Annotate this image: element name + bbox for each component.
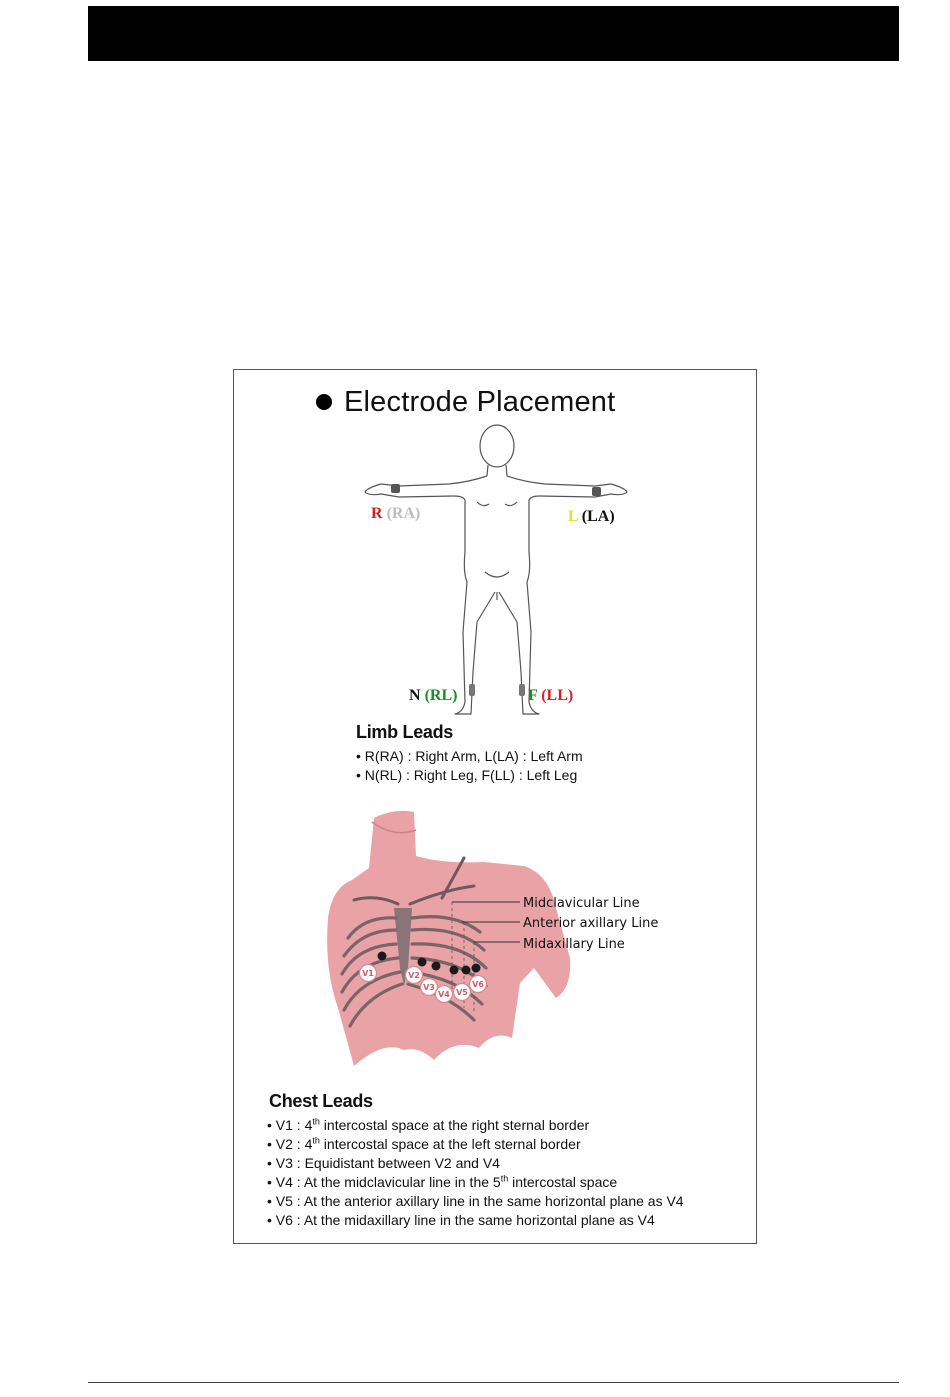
midaxillary-line-label: Midaxillary Line xyxy=(523,937,625,952)
label-n-rl: N (RL) xyxy=(409,687,458,704)
label-f-ll: F (LL) xyxy=(528,687,574,704)
list-item: V6 : At the midaxillary line in the same… xyxy=(267,1211,684,1230)
electrode-v5-label: V5 xyxy=(456,988,468,997)
list-item: N(RL) : Right Leg, F(LL) : Left Leg xyxy=(356,766,583,785)
list-item: V2 : 4th intercostal space at the left s… xyxy=(267,1135,684,1154)
label-r-ra: R (RA) xyxy=(371,505,421,522)
body-outline-illustration xyxy=(364,424,628,715)
electrode-v2-label: V2 xyxy=(408,971,420,980)
electrode-v6-label: V6 xyxy=(472,980,484,989)
electrode-v3-label: V3 xyxy=(423,983,435,992)
list-item: V5 : At the anterior axillary line in th… xyxy=(267,1192,684,1211)
list-item: V4 : At the midclavicular line in the 5t… xyxy=(267,1173,684,1192)
figure-title-text: Electrode Placement xyxy=(344,385,616,418)
bullet-icon xyxy=(316,394,332,410)
limb-leads-list: R(RA) : Right Arm, L(LA) : Left Arm N(RL… xyxy=(356,747,583,785)
chest-leads-heading: Chest Leads xyxy=(269,1091,373,1111)
limb-leads-heading: Limb Leads xyxy=(356,722,454,742)
page-header-bar xyxy=(88,6,899,61)
list-item: R(RA) : Right Arm, L(LA) : Left Arm xyxy=(356,747,583,766)
midclavicular-line-label: Midclavicular Line xyxy=(523,896,640,911)
footer-rule xyxy=(88,1382,899,1383)
anterior-axillary-line-label: Anterior axillary Line xyxy=(523,916,659,931)
electrode-v4-label: V4 xyxy=(438,990,450,999)
label-l-la: L (LA) xyxy=(568,508,615,525)
chest-leads-list: V1 : 4th intercostal space at the right … xyxy=(267,1116,684,1230)
chest-illustration: V1 V2 V3 V4 V5 V6 xyxy=(327,810,571,1066)
electrode-v1-label: V1 xyxy=(362,969,374,978)
list-item: V3 : Equidistant between V2 and V4 xyxy=(267,1154,684,1173)
list-item: V1 : 4th intercostal space at the right … xyxy=(267,1116,684,1135)
figure-title: Electrode Placement xyxy=(316,382,615,422)
electrode-placement-figure: Electrode Placement R (RA) L xyxy=(233,369,757,1244)
